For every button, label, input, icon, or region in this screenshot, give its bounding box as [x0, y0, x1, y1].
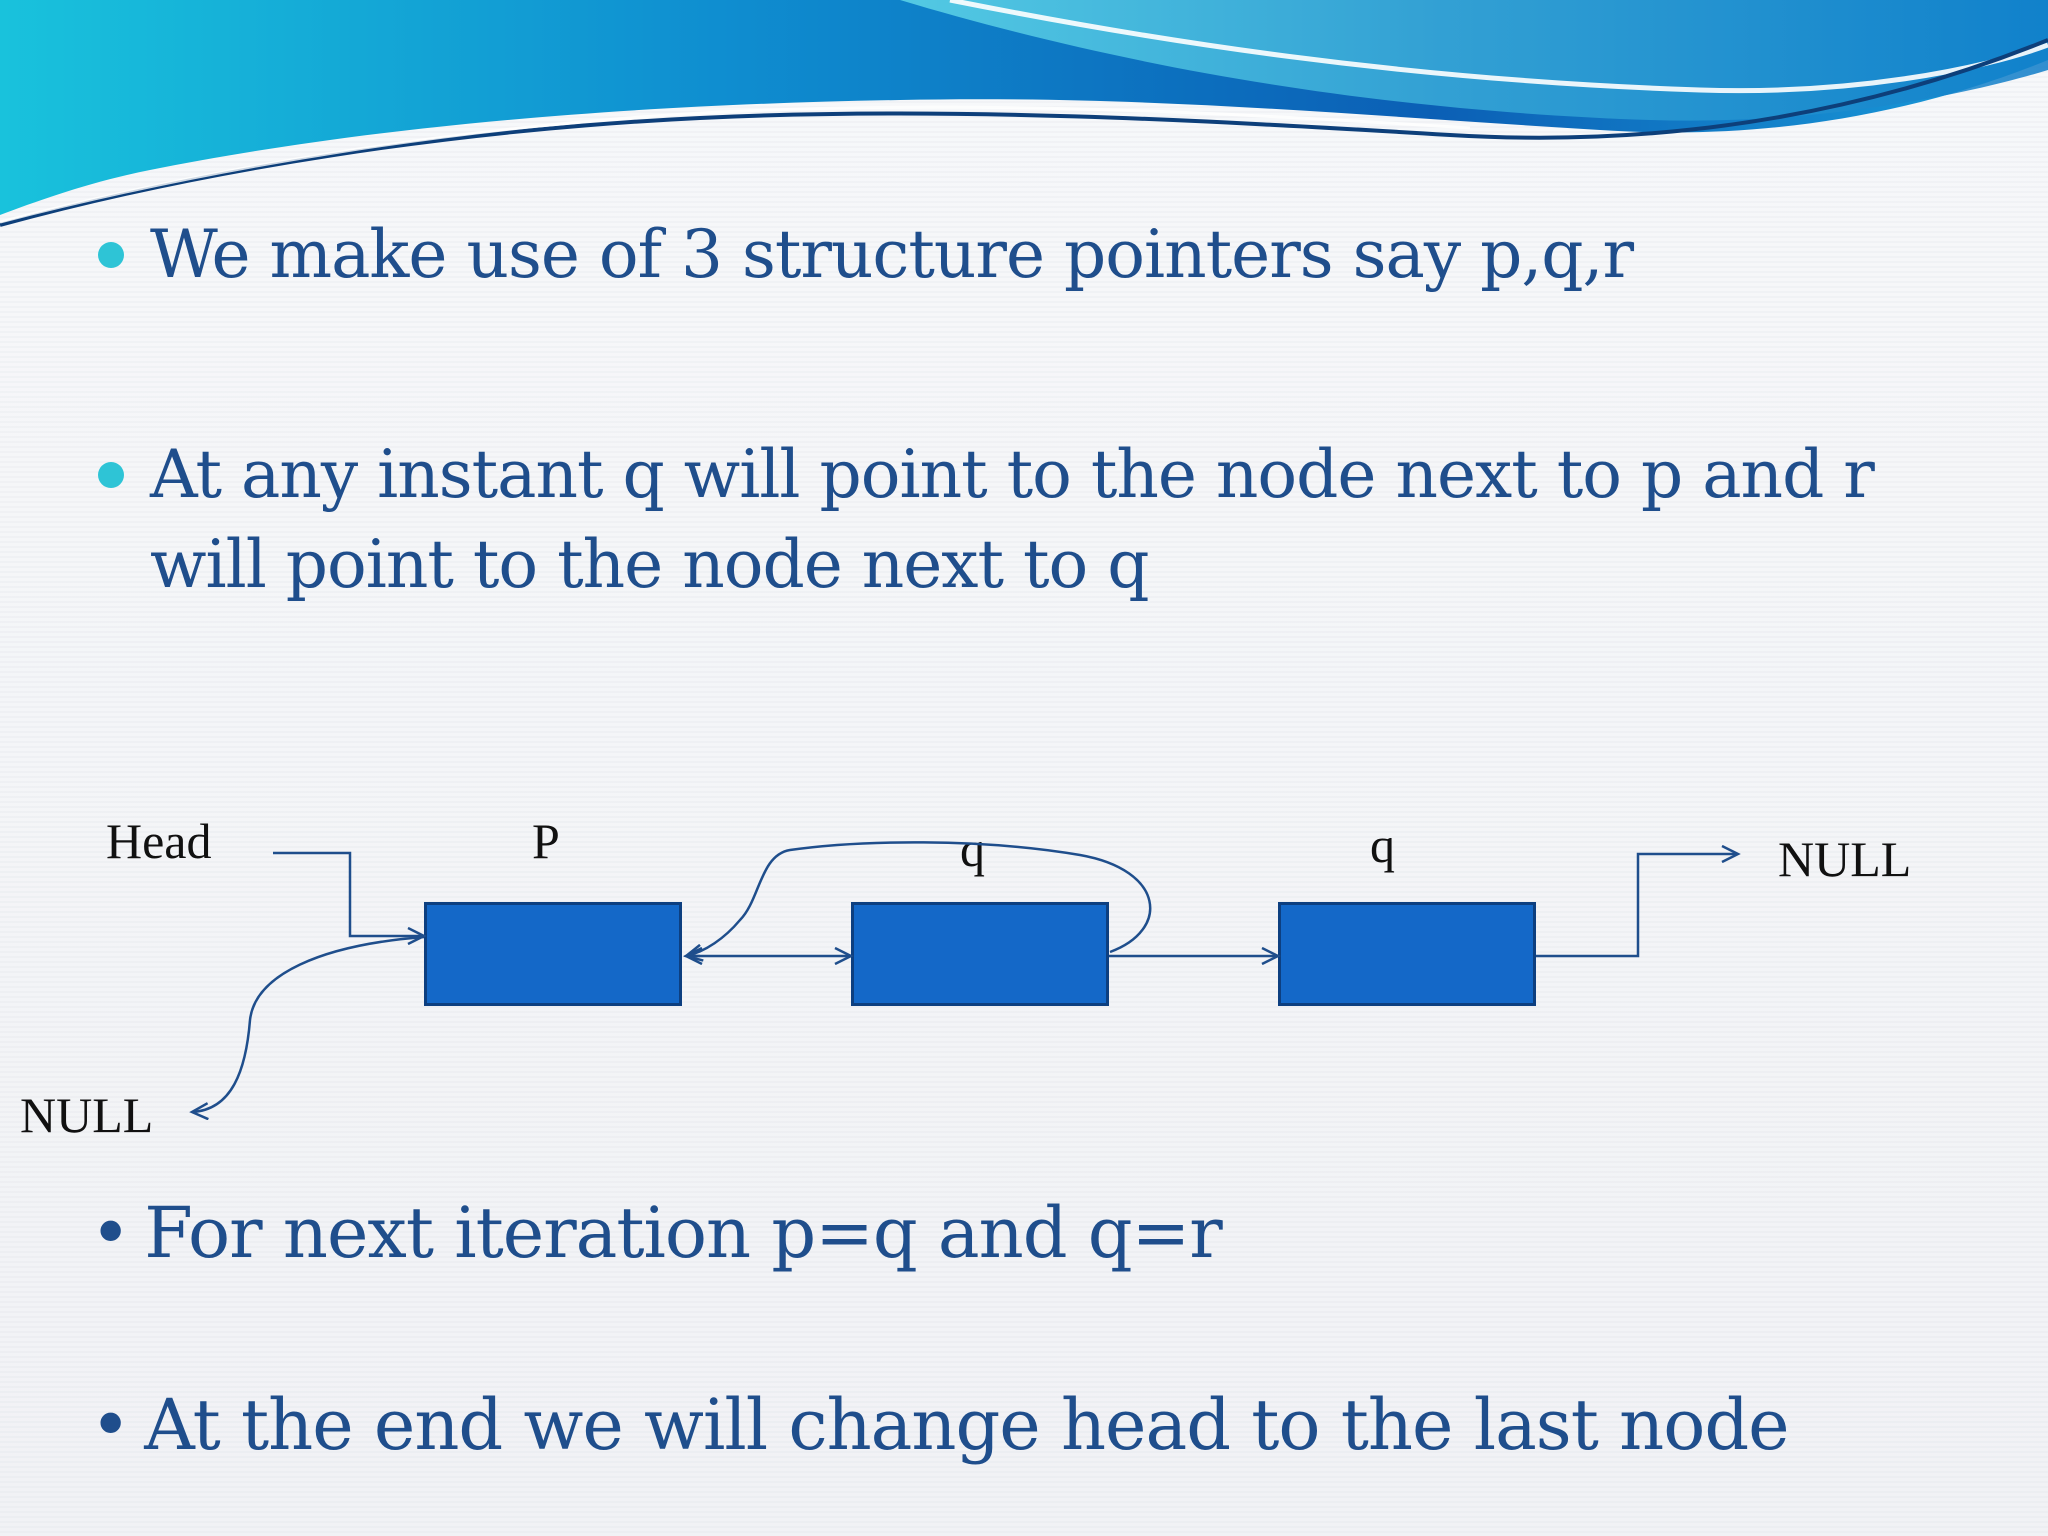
q-label: q	[960, 821, 985, 877]
diagram-arrows	[0, 841, 2048, 1180]
linked-list-diagram: Head P q q NULL NULL	[0, 780, 2048, 1180]
bullet-2-line2: will point to the node next to q	[150, 526, 1150, 603]
bottom-bullet-1: •For next iteration p=q and q=r	[90, 1188, 1223, 1278]
bullet-dot-2	[98, 462, 124, 488]
bottom-bullet-1-marker: •	[90, 1192, 131, 1274]
head-arrow	[273, 851, 424, 936]
bottom-bullet-2-text: At the end we will change head to the la…	[144, 1384, 1789, 1466]
bullet-1-text: We make use of 3 structure pointers say …	[150, 216, 1634, 293]
bottom-bullet-2: •At the end we will change head to the l…	[90, 1380, 1790, 1470]
p-to-null-arrow	[192, 935, 425, 1112]
null-left-label: NULL	[20, 1087, 154, 1143]
q-reverse-arrow	[686, 841, 1152, 956]
node-q	[851, 902, 1109, 1006]
p-label: P	[532, 813, 560, 869]
header-wave-decoration	[0, 0, 2048, 227]
null-right-label: NULL	[1778, 831, 1912, 887]
r-label: q	[1370, 817, 1395, 873]
bullet-2-line1: At any instant q will point to the node …	[150, 436, 1875, 513]
node-p	[424, 902, 682, 1006]
bottom-bullet-1-text: For next iteration p=q and q=r	[144, 1192, 1222, 1274]
head-label: Head	[106, 813, 212, 869]
node-r	[1278, 902, 1536, 1006]
r-to-null-arrow	[1536, 854, 1738, 958]
bottom-bullet-2-marker: •	[90, 1384, 131, 1466]
bullet-dot-1	[98, 242, 124, 268]
